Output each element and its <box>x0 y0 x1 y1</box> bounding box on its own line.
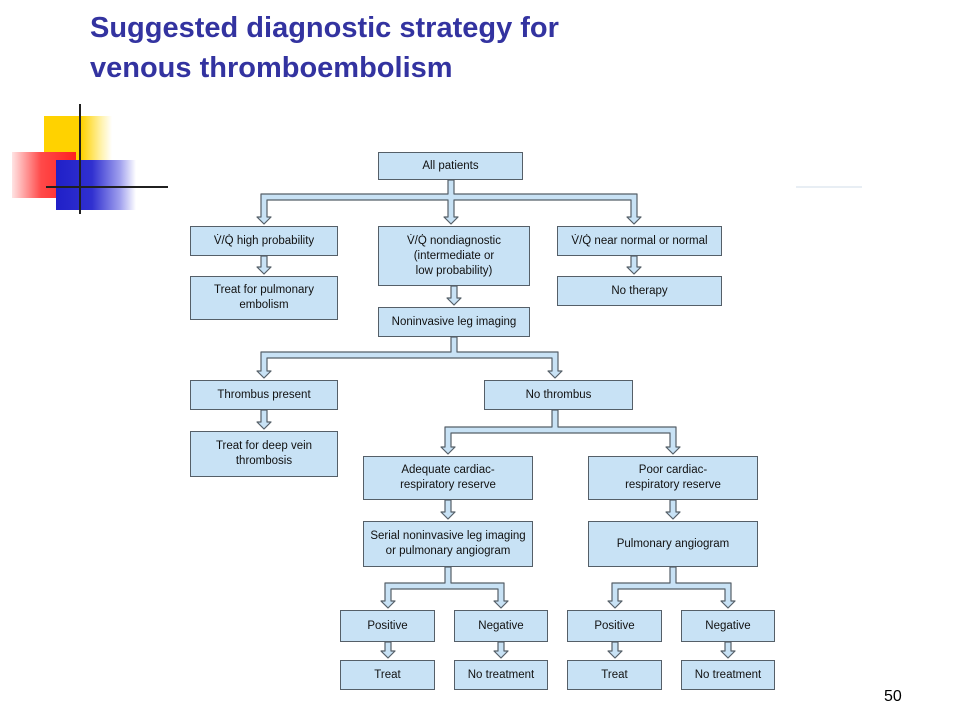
slide-title-line-2: venous thromboembolism <box>90 52 453 84</box>
box-treat-deep-vein-thrombosis: Treat for deep vein thrombosis <box>190 431 338 477</box>
box-all-patients: All patients <box>378 152 523 180</box>
connector-all-patients-branch <box>256 179 642 225</box>
connector-positive-left-to-treat <box>380 641 396 659</box>
connector-no-thrombus-branch <box>440 409 681 455</box>
connector-serial-branch <box>380 566 509 609</box>
slide-title-line-1: Suggested diagnostic strategy for <box>90 12 559 44</box>
box-poor-reserve: Poor cardiac- respiratory reserve <box>588 456 758 500</box>
connector-normal-to-no-therapy <box>626 255 642 275</box>
connector-poor-to-angiogram <box>665 499 681 520</box>
box-no-treatment-left: No treatment <box>454 660 548 690</box>
box-vq-near-normal: V̇/Q̇ near normal or normal <box>557 226 722 256</box>
box-treat-right: Treat <box>567 660 662 690</box>
box-positive-right: Positive <box>567 610 662 642</box>
connector-negative-right-to-no-treatment <box>720 641 736 659</box>
box-no-thrombus: No thrombus <box>484 380 633 410</box>
slide-title: Suggested diagnostic strategy for venous… <box>90 8 850 88</box>
decor-vertical-line <box>79 104 81 214</box>
decor-faint-line <box>796 186 862 188</box>
decor-blue-square <box>56 160 136 210</box>
page-number: 50 <box>884 688 902 705</box>
box-adequate-reserve: Adequate cardiac- respiratory reserve <box>363 456 533 500</box>
box-treat-pulmonary-embolism: Treat for pulmonary embolism <box>190 276 338 320</box>
box-no-treatment-right: No treatment <box>681 660 775 690</box>
box-pulmonary-angiogram: Pulmonary angiogram <box>588 521 758 567</box>
box-thrombus-present: Thrombus present <box>190 380 338 410</box>
box-treat-left: Treat <box>340 660 435 690</box>
box-negative-right: Negative <box>681 610 775 642</box>
connector-negative-left-to-no-treatment <box>493 641 509 659</box>
connector-high-to-treat-pe <box>256 255 272 275</box>
box-vq-nondiagnostic: V̇/Q̇ nondiagnostic (intermediate or low… <box>378 226 530 286</box>
box-negative-left: Negative <box>454 610 548 642</box>
connector-angiogram-branch <box>607 566 736 609</box>
connector-positive-right-to-treat <box>607 641 623 659</box>
decor-horizontal-line <box>46 186 168 188</box>
connector-thrombus-to-treat-dvt <box>256 409 272 430</box>
box-no-therapy: No therapy <box>557 276 722 306</box>
connector-adequate-to-serial <box>440 499 456 520</box>
box-vq-high-probability: V̇/Q̇ high probability <box>190 226 338 256</box>
box-noninvasive-leg-imaging: Noninvasive leg imaging <box>378 307 530 337</box>
connector-leg-imaging-branch <box>256 336 563 379</box>
box-positive-left: Positive <box>340 610 435 642</box>
box-serial-leg-imaging-or-angiogram: Serial noninvasive leg imaging or pulmon… <box>363 521 533 567</box>
connector-nondiag-to-leg-imaging <box>446 285 462 306</box>
